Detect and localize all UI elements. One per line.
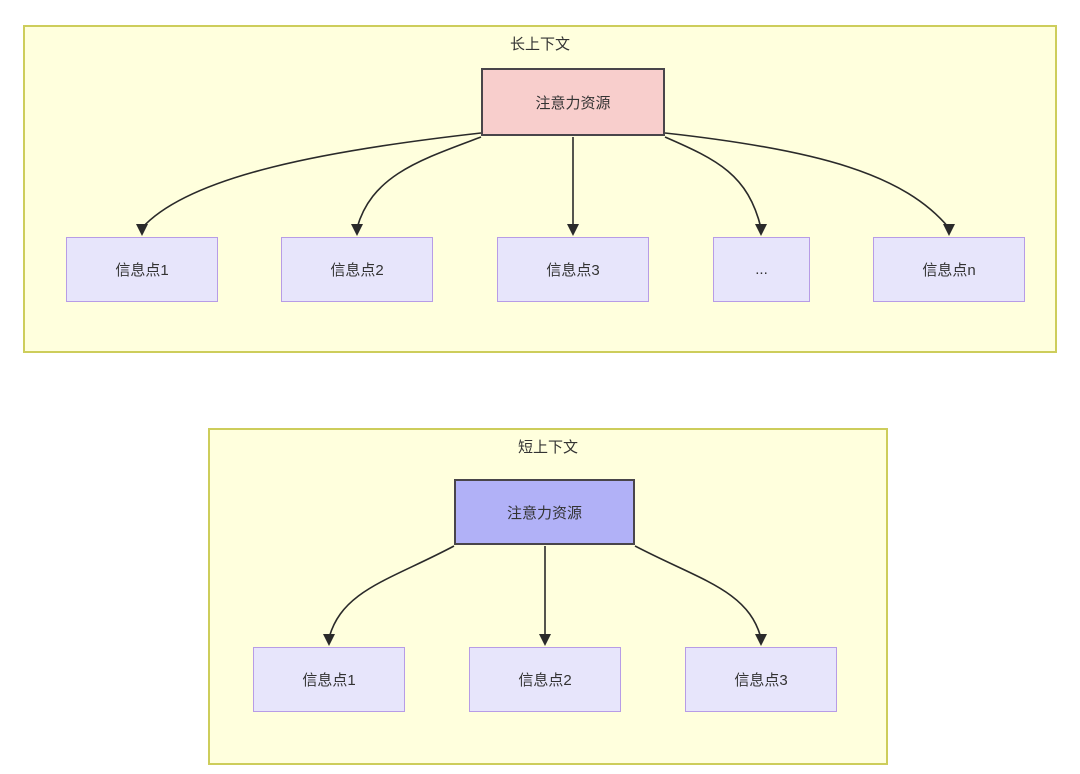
long-context-info-label-n: 信息点n — [922, 262, 976, 279]
short-context-info-label-1: 信息点1 — [302, 672, 356, 689]
long-context-info-label-2: 信息点2 — [330, 262, 384, 279]
long-context-info-node-n[interactable]: 信息点n — [873, 237, 1025, 302]
long-context-info-node-ellipsis[interactable]: ... — [713, 237, 810, 302]
panel-short-context-title: 短上下文 — [517, 439, 578, 456]
short-context-root-node[interactable]: 注意力资源 — [454, 479, 635, 545]
short-context-info-node-2[interactable]: 信息点2 — [469, 647, 621, 712]
long-context-info-label-ellipsis: ... — [755, 261, 768, 278]
short-context-info-label-3: 信息点3 — [734, 672, 788, 689]
long-context-root-node[interactable]: 注意力资源 — [481, 68, 665, 136]
long-context-info-node-3[interactable]: 信息点3 — [497, 237, 649, 302]
long-context-info-label-3: 信息点3 — [546, 262, 600, 279]
short-context-info-node-3[interactable]: 信息点3 — [685, 647, 837, 712]
long-context-info-node-1[interactable]: 信息点1 — [66, 237, 218, 302]
short-context-info-label-2: 信息点2 — [518, 672, 572, 689]
short-context-info-node-1[interactable]: 信息点1 — [253, 647, 405, 712]
short-context-root-label: 注意力资源 — [506, 504, 582, 522]
panel-long-context-title: 长上下文 — [509, 36, 570, 53]
long-context-root-label: 注意力资源 — [535, 94, 611, 112]
long-context-info-label-1: 信息点1 — [115, 262, 169, 279]
long-context-info-node-2[interactable]: 信息点2 — [281, 237, 433, 302]
